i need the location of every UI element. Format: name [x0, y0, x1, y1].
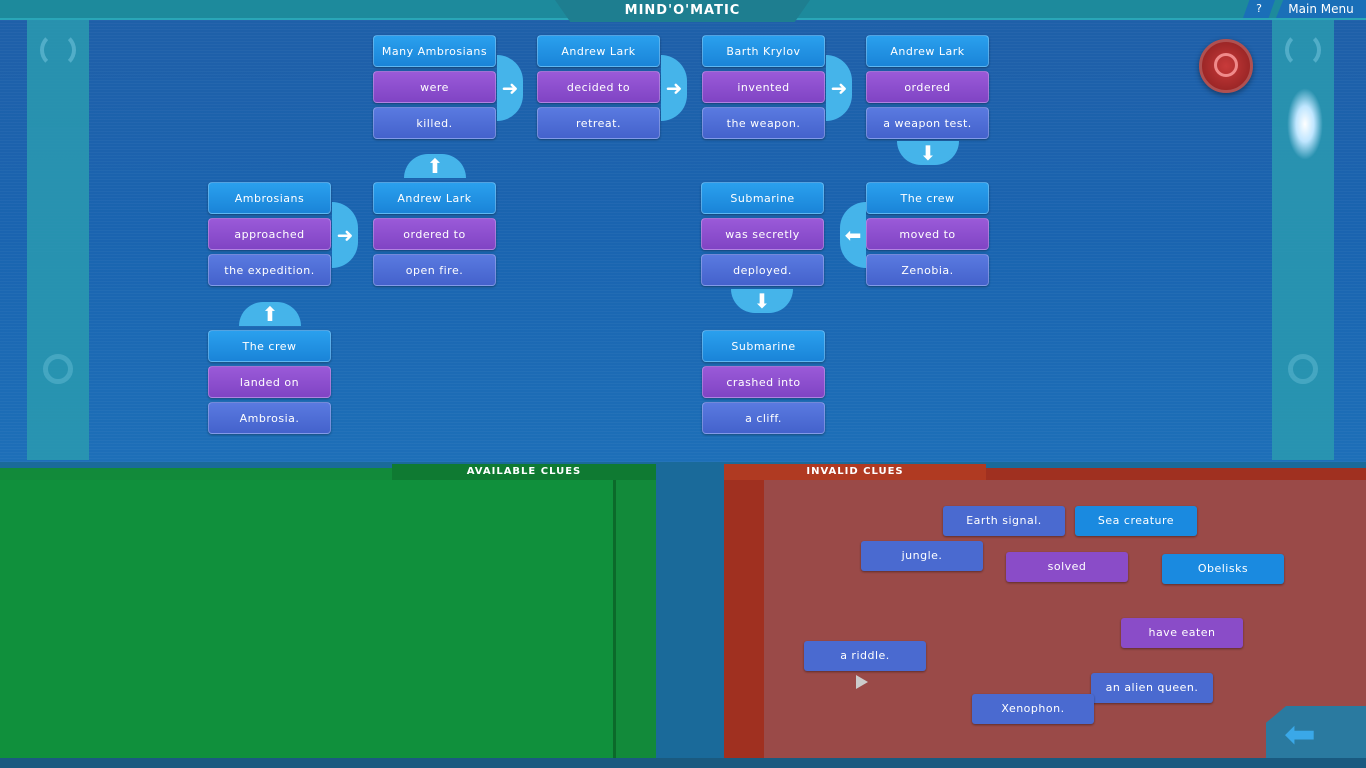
statement-object-card[interactable]: a cliff. — [702, 402, 825, 434]
statement-subject-card[interactable]: The crew — [208, 330, 331, 362]
arrow-up-icon: ⬆ — [239, 302, 301, 326]
arrow-down-icon: ⬇ — [731, 289, 793, 313]
available-clues-title: AVAILABLE CLUES — [392, 464, 656, 480]
invalid-clue-card[interactable]: Earth signal. — [943, 506, 1065, 536]
statement-subject-card[interactable]: Barth Krylov — [702, 35, 825, 67]
mouse-cursor — [856, 675, 868, 689]
right-sidebar — [1272, 20, 1334, 460]
invalid-clues-title: INVALID CLUES — [724, 464, 986, 480]
reset-button[interactable] — [1199, 39, 1253, 93]
ring-icon — [40, 32, 76, 68]
statement-verb-card[interactable]: landed on — [208, 366, 331, 398]
statement-object-card[interactable]: killed. — [373, 107, 496, 139]
statement-verb-card[interactable]: invented — [702, 71, 825, 103]
arrow-left-icon: ⬅ — [840, 202, 866, 268]
back-arrow-icon: ⬅ — [1284, 712, 1316, 756]
statement-subject-card[interactable]: Andrew Lark — [537, 35, 660, 67]
statement-verb-card[interactable]: crashed into — [702, 366, 825, 398]
statement-subject-card[interactable]: The crew — [866, 182, 989, 214]
statement-verb-card[interactable]: ordered to — [373, 218, 496, 250]
left-sidebar — [27, 20, 89, 460]
statement-verb-card[interactable]: was secretly — [701, 218, 824, 250]
statement-verb-card[interactable]: were — [373, 71, 496, 103]
statement-object-card[interactable]: a weapon test. — [866, 107, 989, 139]
statement-subject-card[interactable]: Many Ambrosians — [373, 35, 496, 67]
bottom-bar — [0, 758, 1366, 768]
statement-subject-card[interactable]: Ambrosians — [208, 182, 331, 214]
statement-verb-card[interactable]: approached — [208, 218, 331, 250]
statement-object-card[interactable]: the weapon. — [702, 107, 825, 139]
ring-icon — [1285, 32, 1321, 68]
available-clues-area — [0, 480, 616, 758]
main-menu-button[interactable]: Main Menu — [1276, 0, 1366, 18]
available-clues-panel: AVAILABLE CLUES — [0, 464, 656, 758]
statement-object-card[interactable]: deployed. — [701, 254, 824, 286]
invalid-clue-card[interactable]: have eaten — [1121, 618, 1243, 648]
statement-verb-card[interactable]: ordered — [866, 71, 989, 103]
statement-object-card[interactable]: Zenobia. — [866, 254, 989, 286]
back-button[interactable]: ⬅ — [1266, 706, 1366, 762]
invalid-clue-card[interactable]: a riddle. — [804, 641, 926, 671]
statement-object-card[interactable]: the expedition. — [208, 254, 331, 286]
statement-verb-card[interactable]: moved to — [866, 218, 989, 250]
page-title: MIND'O'MATIC — [555, 0, 810, 22]
invalid-clue-card[interactable]: Obelisks — [1162, 554, 1284, 584]
statement-subject-card[interactable]: Submarine — [702, 330, 825, 362]
invalid-clue-card[interactable]: Sea creature — [1075, 506, 1197, 536]
invalid-clue-card[interactable]: solved — [1006, 552, 1128, 582]
statement-object-card[interactable]: open fire. — [373, 254, 496, 286]
reset-icon — [1214, 53, 1238, 77]
statement-subject-card[interactable]: Andrew Lark — [866, 35, 989, 67]
invalid-clue-card[interactable]: jungle. — [861, 541, 983, 571]
invalid-clue-card[interactable]: an alien queen. — [1091, 673, 1213, 703]
statement-subject-card[interactable]: Submarine — [701, 182, 824, 214]
arrow-right-icon: ➜ — [826, 55, 852, 121]
arrow-up-icon: ⬆ — [404, 154, 466, 178]
help-button[interactable]: ? — [1243, 0, 1275, 18]
gear-icon — [43, 354, 73, 384]
statement-object-card[interactable]: Ambrosia. — [208, 402, 331, 434]
statement-verb-card[interactable]: decided to — [537, 71, 660, 103]
statement-object-card[interactable]: retreat. — [537, 107, 660, 139]
invalid-clue-card[interactable]: Xenophon. — [972, 694, 1094, 724]
gear-icon — [1288, 354, 1318, 384]
soundwave-icon — [1287, 88, 1323, 160]
statement-subject-card[interactable]: Andrew Lark — [373, 182, 496, 214]
